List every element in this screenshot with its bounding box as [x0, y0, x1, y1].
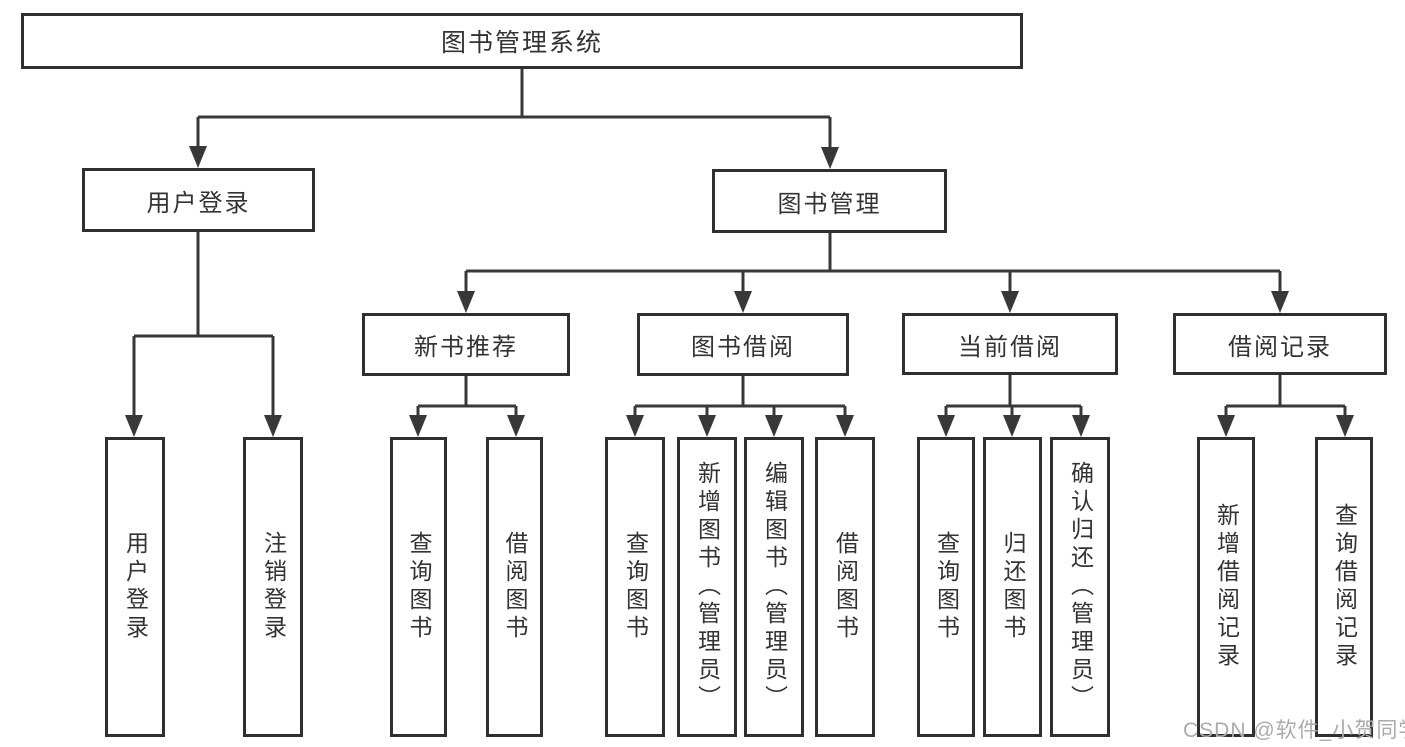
connector-book-borrow-branch — [633, 376, 847, 416]
arrowhead-icon — [409, 415, 427, 437]
csdn-watermark: CSDN @软件_小贺同学 — [1183, 719, 1405, 742]
node-new-book-recommend: 新书推荐 — [362, 313, 570, 376]
arrowhead-icon — [1336, 415, 1354, 437]
leaf-add-books-admin: 新增图书（管理员） — [677, 437, 737, 737]
node-current-borrowing: 当前借阅 — [902, 313, 1118, 375]
leaf-borrow-books-recommend: 借阅图书 — [486, 437, 543, 737]
arrowhead-icon — [457, 291, 475, 313]
node-user-login: 用户登录 — [82, 168, 315, 232]
node-book-management: 图书管理 — [712, 169, 947, 233]
connector-user-login-branch — [132, 232, 275, 416]
arrowhead-icon — [264, 415, 282, 437]
leaf-query-books-recommend: 查询图书 — [390, 437, 447, 737]
arrowhead-icon — [1072, 415, 1090, 437]
connector-root-branch — [196, 69, 832, 148]
node-borrowing-records: 借阅记录 — [1173, 313, 1387, 375]
arrowhead-icon — [937, 415, 955, 437]
leaf-logout: 注销登录 — [243, 437, 303, 737]
connector-borrow-record-branch — [1224, 375, 1347, 416]
connector-edges — [132, 69, 1347, 416]
arrowhead-icon — [125, 415, 143, 437]
leaf-user-login: 用户登录 — [105, 437, 165, 737]
leaf-edit-books-admin: 编辑图书（管理员） — [744, 437, 804, 737]
connector-book-management-branch — [464, 233, 1282, 292]
leaf-return-books: 归还图书 — [983, 437, 1042, 737]
leaf-query-books-current: 查询图书 — [917, 437, 975, 737]
leaf-query-borrow-record: 查询借阅记录 — [1315, 437, 1373, 737]
arrowhead-icon — [821, 147, 839, 169]
arrowheads — [125, 146, 1354, 437]
connector-new-book-branch — [416, 376, 518, 416]
leaf-add-borrow-record: 新增借阅记录 — [1197, 437, 1255, 737]
node-book-borrowing: 图书借阅 — [637, 313, 849, 376]
leaf-query-books-borrowing: 查询图书 — [605, 437, 665, 737]
arrowhead-icon — [1271, 291, 1289, 313]
arrowhead-icon — [698, 415, 716, 437]
arrowhead-icon — [765, 415, 783, 437]
arrowhead-icon — [836, 415, 854, 437]
arrowhead-icon — [189, 146, 207, 168]
arrowhead-icon — [734, 291, 752, 313]
arrowhead-icon — [1001, 291, 1019, 313]
node-root-system: 图书管理系统 — [21, 13, 1023, 69]
leaf-confirm-return-admin: 确认归还（管理员） — [1050, 437, 1110, 737]
leaf-borrow-books-borrowing: 借阅图书 — [815, 437, 875, 737]
arrowhead-icon — [1003, 415, 1021, 437]
arrowhead-icon — [626, 415, 644, 437]
arrowhead-icon — [507, 415, 525, 437]
connector-current-borrow-branch — [944, 375, 1083, 416]
arrowhead-icon — [1217, 415, 1235, 437]
